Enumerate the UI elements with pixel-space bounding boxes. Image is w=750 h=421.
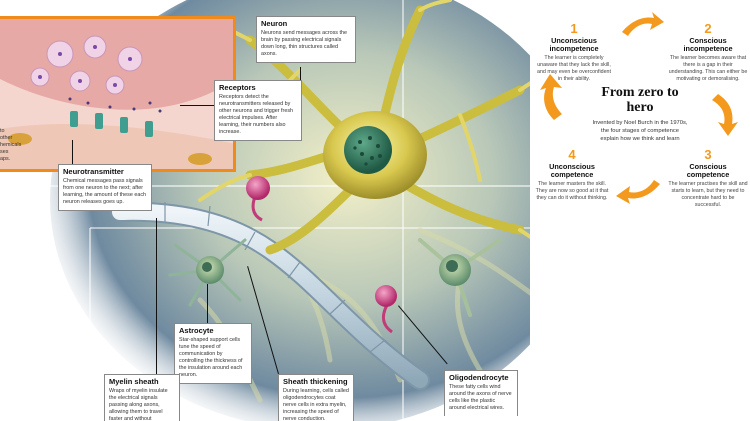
panel-title: From zero to hero xyxy=(601,85,679,115)
synapse-inset xyxy=(0,16,236,172)
astrocyte-label-title: Astrocyte xyxy=(179,326,214,335)
arrow-right-icon xyxy=(622,12,664,36)
stage-title: Unconscious incompetence xyxy=(549,36,599,54)
stage-2: 2 Conscious incompetence The learner bec… xyxy=(668,22,748,84)
neurotransmitter-label: Neurotransmitter Chemical messages pass … xyxy=(58,164,152,211)
inset-partial-line: hemicals xyxy=(0,142,22,149)
stage-number: 4 xyxy=(568,147,576,162)
synapse-artwork xyxy=(0,19,233,169)
oligodendrocyte-label-title: Oligodendrocyte xyxy=(449,373,509,382)
inset-partial-line: to other xyxy=(0,128,13,142)
astrocyte-leader-line xyxy=(207,284,208,323)
myelin-sheath-label: Myelin sheath Wraps of myelin insulate t… xyxy=(104,374,180,421)
stage-title: Conscious incompetence xyxy=(683,36,733,54)
inset-partial-line: aps. xyxy=(0,156,11,163)
stage-title: Conscious competence xyxy=(686,162,730,180)
oligodendrocyte-label-body: These fatty cells wind around the axons … xyxy=(449,383,512,411)
myelin-sheath-leader-line xyxy=(156,218,157,374)
stage-number: 2 xyxy=(704,21,712,36)
stage-number: 1 xyxy=(570,21,578,36)
inset-partial-line: ses xyxy=(0,149,9,156)
myelin-sheath-label-body: Wraps of myelin insulate the electrical … xyxy=(109,387,168,421)
stage-title: Unconscious competence xyxy=(549,162,595,180)
arrow-down-icon xyxy=(712,94,738,136)
stage-description: The learner practises the skill and star… xyxy=(668,181,748,209)
neurotransmitter-label-body: Chemical messages pass signals from one … xyxy=(63,177,147,205)
oligodendrocyte-label: Oligodendrocyte These fatty cells wind a… xyxy=(444,370,518,416)
stage-description: The learner becomes aware that there is … xyxy=(668,55,748,83)
panel-subtitle: Invented by Noel Burch in the 1970s, the… xyxy=(592,120,688,142)
receptors-label-title: Receptors xyxy=(219,83,256,92)
competence-panel: 1 Unconscious incompetence The learner i… xyxy=(530,0,750,421)
arrow-up-icon xyxy=(540,74,562,120)
astrocyte-label: Astrocyte Star-shaped support cells tune… xyxy=(174,323,252,384)
stage-3: 3 Conscious competence The learner pract… xyxy=(668,148,748,210)
sheath-thickening-label: Sheath thickening During learning, cells… xyxy=(278,374,354,421)
arrow-left-icon xyxy=(616,180,660,204)
inset-partial-label: to other hemicals ses aps. xyxy=(0,128,22,163)
stage-description: The learner is completely unaware that t… xyxy=(537,55,611,83)
stage-1: 1 Unconscious incompetence The learner i… xyxy=(536,22,612,84)
neuron-illustration xyxy=(0,0,560,421)
sheath-thickening-label-body: During learning, cells called oligodendr… xyxy=(283,387,349,421)
stage-number: 3 xyxy=(704,147,712,162)
astrocyte-label-body: Star-shaped support cells tune the speed… xyxy=(179,336,243,378)
sheath-thickening-label-title: Sheath thickening xyxy=(283,377,348,386)
stage-description: The learner masters the skill. They are … xyxy=(535,181,609,202)
neuron-label: Neuron Neurons send messages across the … xyxy=(256,16,356,63)
neuron-label-title: Neuron xyxy=(261,19,288,28)
receptors-label: Receptors Receptors detect the neurotran… xyxy=(214,80,302,141)
neuron-label-body: Neurons send messages across the brain b… xyxy=(261,29,347,57)
receptors-leader-line xyxy=(180,105,214,106)
myelin-sheath-label-title: Myelin sheath xyxy=(109,377,159,386)
stage-4: 4 Unconscious competence The learner mas… xyxy=(534,148,610,202)
neurotransmitter-label-title: Neurotransmitter xyxy=(63,167,124,176)
receptors-label-body: Receptors detect the neurotransmitters r… xyxy=(219,93,294,135)
neurotransmitter-leader-line xyxy=(72,140,73,164)
